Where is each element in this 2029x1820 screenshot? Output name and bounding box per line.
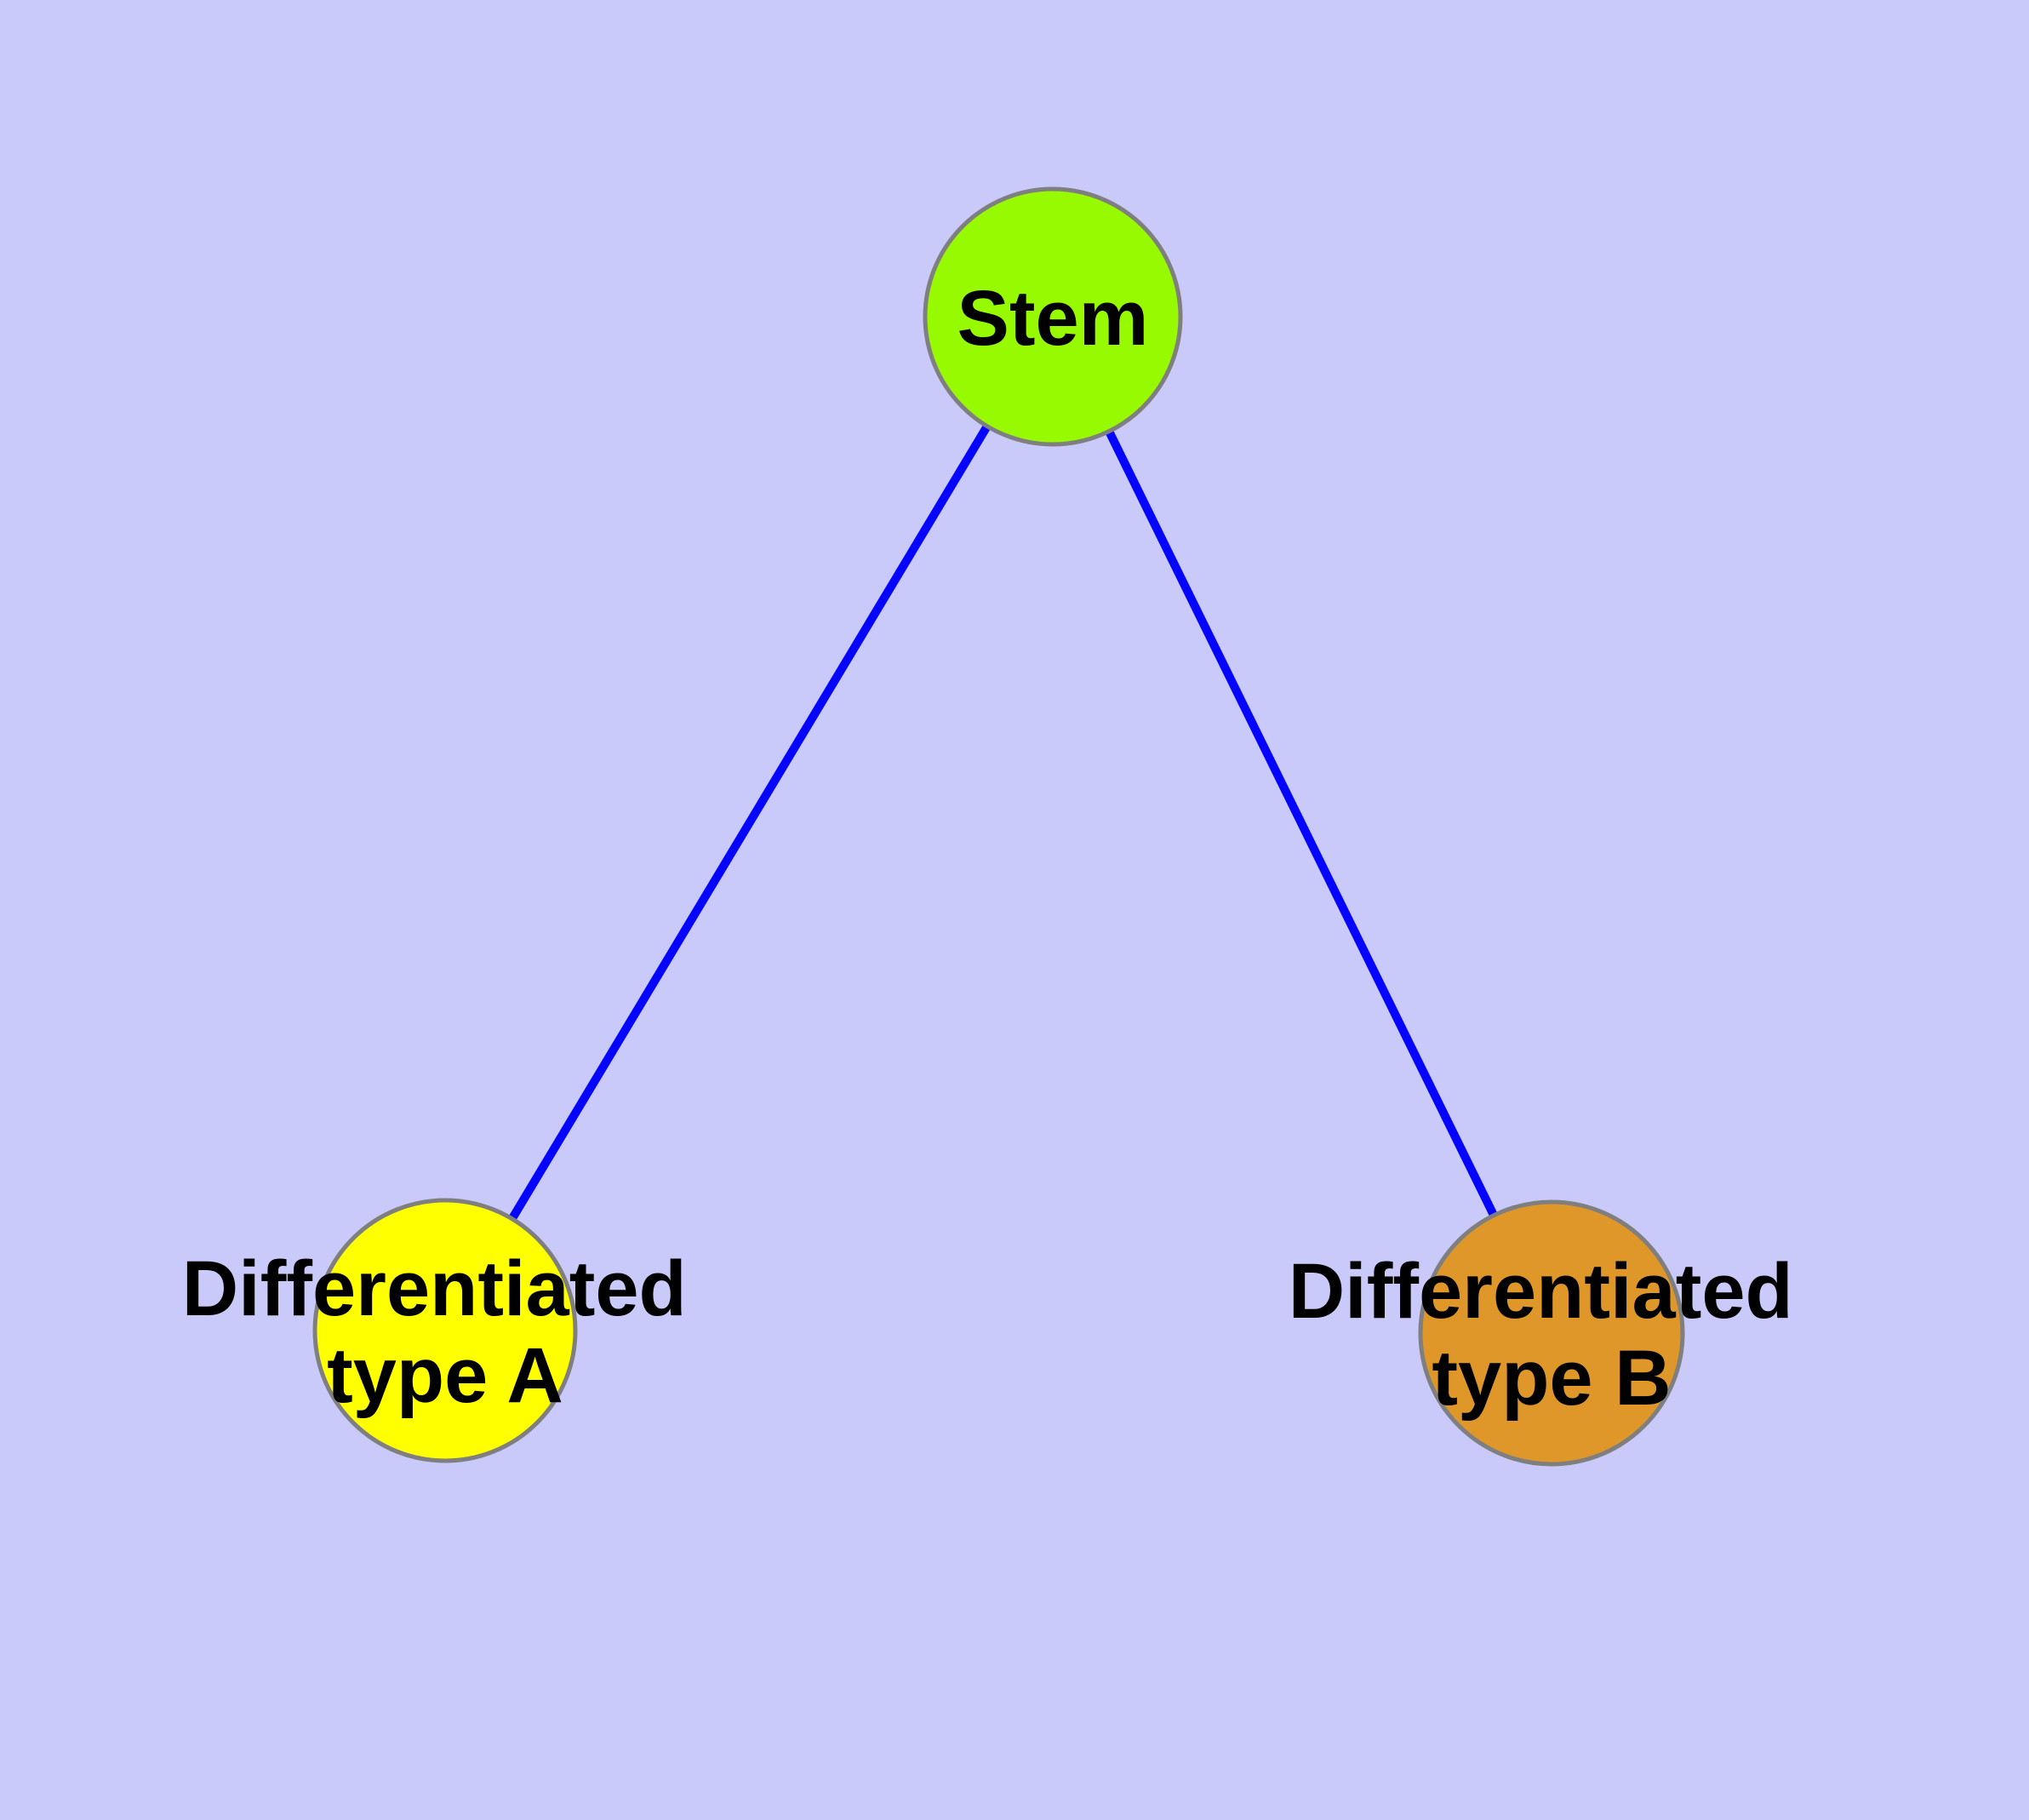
node-differentiated-type-b xyxy=(1418,1199,1685,1467)
node-label-type-a-line-1: Differentiated xyxy=(182,1245,687,1332)
node-label-differentiated-type-a: Differentiated type A xyxy=(182,1245,709,1419)
node-label-type-b-line-2: type B xyxy=(1432,1335,1671,1422)
node-stem xyxy=(923,186,1183,447)
edge-stem-to-type-b xyxy=(1049,314,1556,1336)
node-label-stem: Stem xyxy=(957,275,1149,362)
node-label-differentiated-type-b: Differentiated type B xyxy=(1289,1248,1815,1422)
edge-stem-to-type-a xyxy=(441,314,1057,1333)
node-differentiated-type-a xyxy=(312,1198,578,1463)
node-label-type-b-line-1: Differentiated xyxy=(1289,1248,1793,1335)
node-label-type-a-line-2: type A xyxy=(327,1332,563,1419)
